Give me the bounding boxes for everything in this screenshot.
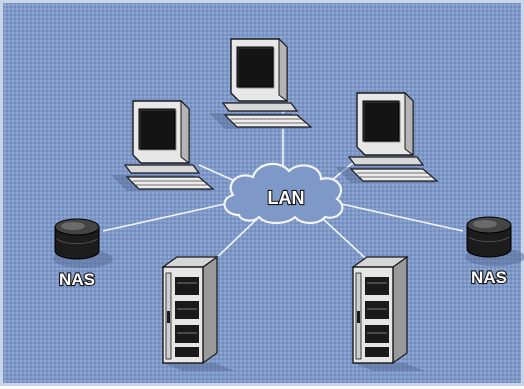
- lan-label: LAN: [268, 188, 305, 208]
- computer-top-right: [334, 92, 438, 184]
- computer-top-center: [208, 38, 312, 130]
- link-to-nas-right: [336, 202, 464, 232]
- diagram-canvas: LAN NAS NAS: [52, 38, 524, 372]
- lan-cloud-icon: LAN: [223, 162, 344, 225]
- network-links: [102, 103, 464, 268]
- nas-disk-icon: [464, 216, 524, 267]
- server-tower-icon: [352, 256, 426, 372]
- nas-disk-icon: [52, 218, 114, 269]
- nas-right: [464, 216, 524, 267]
- nas-right-label: NAS: [471, 268, 507, 287]
- link-to-nas-left: [102, 202, 230, 232]
- desktop-computer-icon: [208, 38, 312, 130]
- server-left: [162, 256, 236, 372]
- server-tower-icon: [162, 256, 236, 372]
- nas-left-label: NAS: [59, 270, 95, 289]
- server-right: [352, 256, 426, 372]
- link-to-computer-top-left: [198, 164, 236, 182]
- desktop-computer-icon: [334, 92, 438, 184]
- computer-top-left: [110, 100, 214, 192]
- desktop-computer-icon: [110, 100, 214, 192]
- nas-left: [52, 218, 114, 269]
